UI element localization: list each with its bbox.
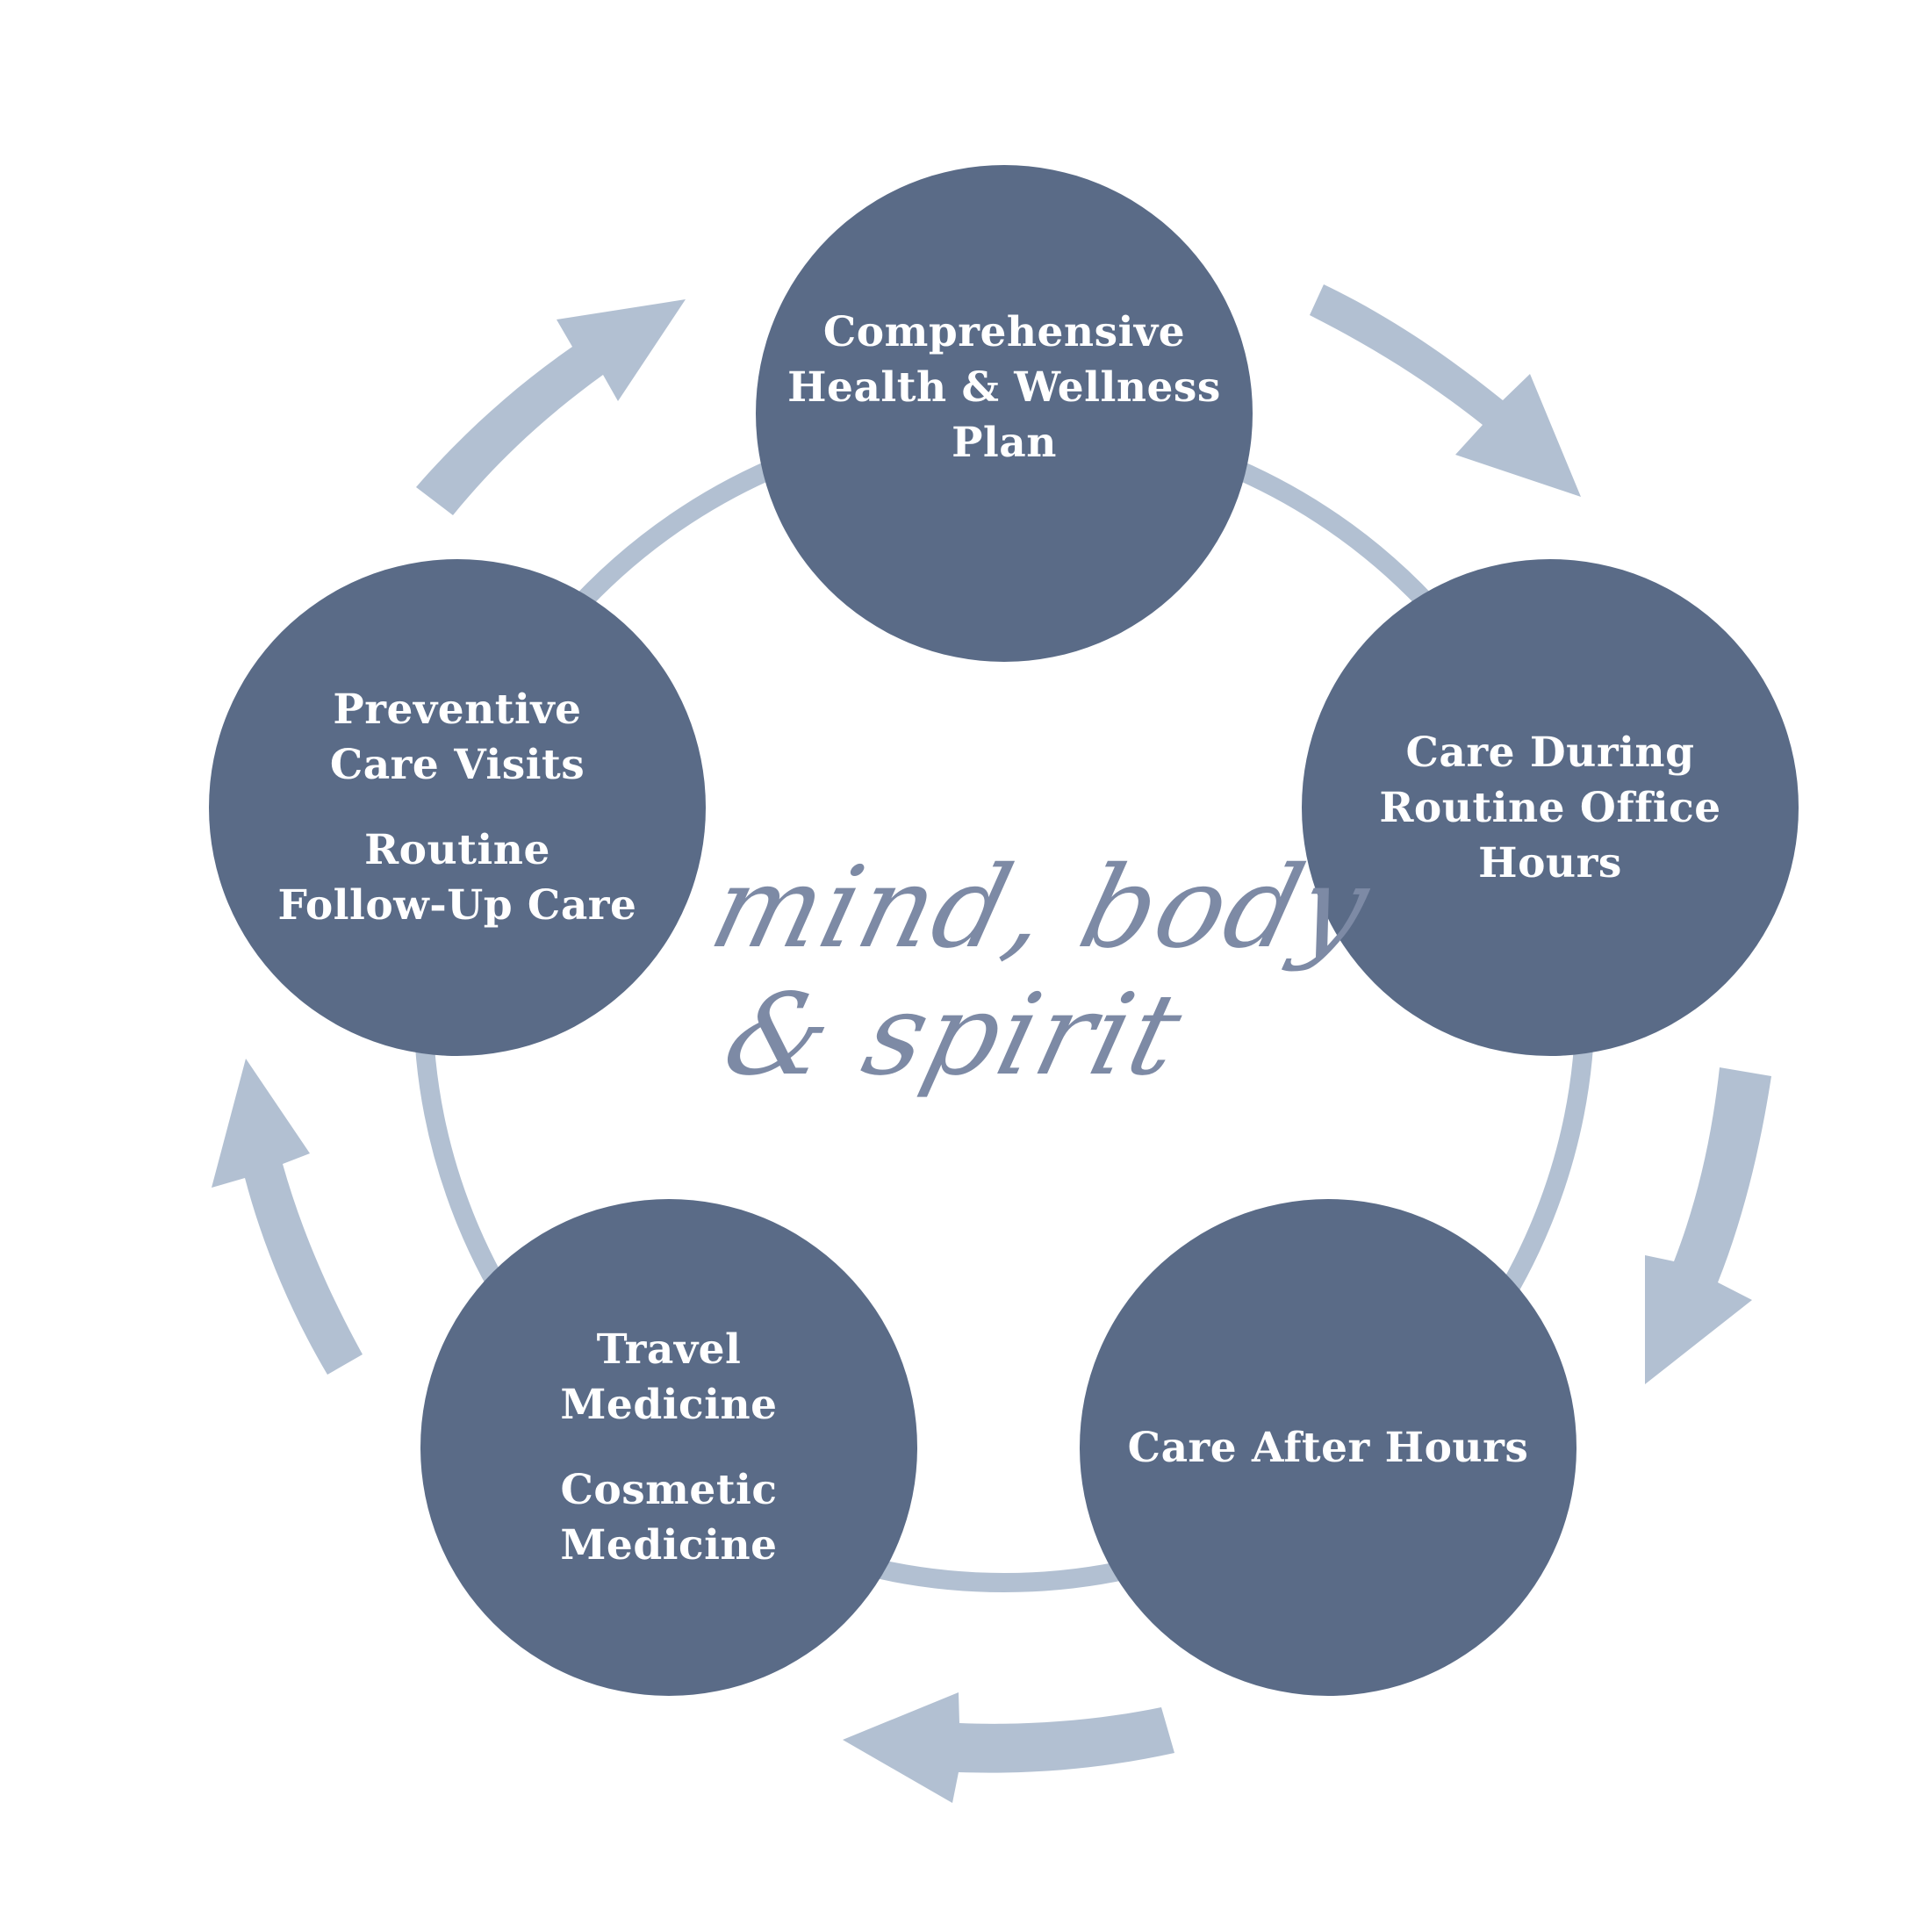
step-label-line: Health & Wellness <box>787 363 1221 412</box>
step-circle-preventive-followup-care: Preventive Care Visits Routine Follow-Up… <box>209 559 706 1056</box>
step-text-group: Travel Medicine <box>560 1322 777 1433</box>
step-circle-care-after-hours: Care After Hours <box>1080 1199 1576 1696</box>
tagline-line-2: & spirit <box>712 970 1196 1101</box>
step-circle-routine-office-hours: Care During Routine Office Hours <box>1302 559 1799 1056</box>
step-label-line: Care Visits <box>329 741 585 789</box>
step-label-line: Comprehensive <box>822 307 1186 356</box>
step-label-line: Travel <box>596 1325 742 1374</box>
step-text-group: Preventive Care Visits <box>330 682 585 793</box>
step-label-line: Follow-Up Care <box>277 881 637 930</box>
step-label-line: Care During <box>1405 728 1695 777</box>
cycle-arrow-right <box>1645 1067 1771 1384</box>
cycle-arrow-top-right <box>1310 284 1581 497</box>
step-label-line: Hours <box>1478 838 1622 887</box>
step-label-line: Preventive <box>333 686 582 734</box>
step-label-line: Routine <box>364 826 550 874</box>
step-circle-health-wellness-plan: Comprehensive Health & Wellness Plan <box>756 165 1253 662</box>
step-text-group: Cosmetic Medicine <box>560 1462 777 1573</box>
cycle-arrow-left <box>212 1059 363 1375</box>
step-text-group: Care During Routine Office Hours <box>1379 725 1720 891</box>
step-text-group: Routine Follow-Up Care <box>278 822 637 933</box>
cycle-arrow-top-left <box>416 299 686 515</box>
step-circle-travel-cosmetic-medicine: Travel Medicine Cosmetic Medicine <box>420 1199 917 1696</box>
step-label-line: Medicine <box>560 1521 778 1569</box>
step-text-group: Care After Hours <box>1128 1420 1529 1476</box>
step-text-group: Comprehensive Health & Wellness Plan <box>787 305 1221 470</box>
step-label-line: Medicine <box>560 1381 778 1429</box>
cycle-arrow-bottom <box>843 1692 1174 1803</box>
tagline-line-1: mind, body <box>699 843 1383 973</box>
step-label-line: Cosmetic <box>560 1466 778 1514</box>
step-label-line: Care After Hours <box>1127 1423 1529 1472</box>
step-label-line: Routine Office <box>1379 783 1721 832</box>
step-label-line: Plan <box>952 418 1057 467</box>
